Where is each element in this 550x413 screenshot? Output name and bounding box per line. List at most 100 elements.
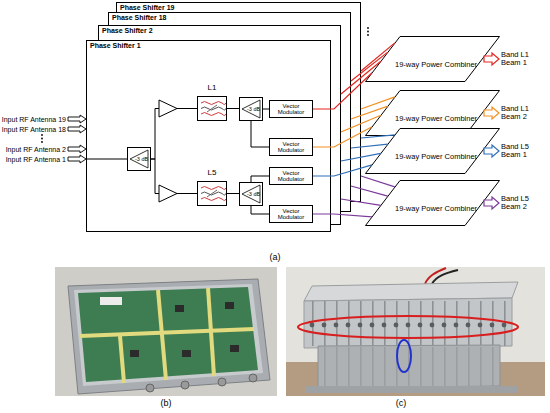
signal-line	[361, 43, 395, 71]
shield-wall	[80, 329, 254, 336]
output-label: Band L1 Beam 2	[501, 105, 543, 121]
divider-block: -3 dB	[239, 182, 263, 206]
node-text: Vector Modulator	[270, 170, 312, 183]
filter-slash	[207, 190, 217, 197]
input-wire	[87, 159, 127, 160]
power-combiner: 19-way Power Combiner	[365, 36, 500, 82]
ellipsis-dot	[367, 27, 369, 29]
signal-line	[151, 159, 197, 194]
node-text: L1	[197, 83, 227, 93]
photo-background	[55, 267, 277, 396]
signal-line	[313, 214, 372, 217]
input-label: Input RF Antenna 1	[1, 155, 66, 164]
signal-line	[361, 135, 395, 138]
node-text: -3 dB	[247, 191, 260, 198]
shield-wall	[208, 288, 214, 376]
node-text: 19-way Power Combiner	[395, 152, 477, 161]
combiner-sheet	[366, 181, 500, 226]
node-text: Phase Shifter 18	[112, 14, 166, 22]
block-triangle	[130, 150, 148, 168]
signal-line	[251, 206, 269, 214]
filter-wave	[201, 187, 226, 190]
filter-wave	[201, 102, 226, 105]
cable	[432, 270, 458, 284]
signal-line	[251, 176, 269, 182]
ellipsis-dot	[367, 34, 369, 36]
node-text: L5	[197, 168, 227, 178]
block-triangle	[242, 100, 260, 118]
signal-line	[263, 109, 269, 110]
filter-wave	[201, 113, 226, 116]
filter-symbol	[198, 182, 226, 205]
input-arrow	[68, 155, 86, 163]
ellipsis-dot	[41, 141, 43, 143]
signal-line	[351, 144, 388, 148]
filter-slash	[207, 105, 217, 112]
input-label: Input RF Antenna 18	[1, 125, 66, 134]
shield-wall	[120, 336, 124, 383]
signal-line	[351, 52, 388, 81]
input-label: Input RF Antenna 19	[1, 115, 66, 124]
signal-line	[351, 106, 388, 119]
node-text: Vector Modulator	[270, 141, 312, 154]
filter-box	[197, 181, 227, 206]
filter-box	[197, 96, 227, 121]
power-combiner: 19-way Power Combiner	[365, 128, 500, 174]
node-text: -3 dB	[135, 156, 148, 163]
node-text: Phase Shifter 1	[90, 42, 141, 50]
ellipsis-dot	[41, 134, 43, 136]
chip	[230, 345, 239, 352]
ellipsis-dot	[41, 138, 43, 140]
chip	[175, 305, 184, 312]
node-text: Phase Shifter 19	[120, 4, 174, 12]
combiner-sheet	[366, 129, 500, 174]
cable	[425, 268, 446, 284]
node-text: -3 dB	[247, 106, 260, 113]
output-arrow	[484, 145, 499, 157]
chip	[130, 350, 139, 357]
node-text: 19-way Power Combiner	[395, 204, 477, 213]
bandpass-filter: L1	[197, 81, 227, 121]
chip	[225, 302, 234, 309]
filter-wave	[201, 198, 226, 201]
node-text: Phase Shifter 2	[102, 27, 153, 35]
vector-modulator-box: Vector Modulator	[269, 205, 313, 223]
node-text: Vector Modulator	[270, 103, 312, 116]
combiner-outline	[365, 36, 500, 82]
vector-modulator-box: Vector Modulator	[269, 100, 313, 118]
node-text: Vector Modulator	[270, 208, 312, 221]
output-arrow	[484, 53, 499, 65]
signal-line	[313, 127, 372, 147]
block-border	[240, 183, 263, 206]
ellipsis-dot	[367, 31, 369, 33]
base-plate	[305, 386, 517, 393]
enclosure-rim	[68, 279, 270, 394]
unit-ribs	[306, 301, 512, 346]
vector-modulator-box: Vector Modulator	[269, 167, 313, 185]
pcb-board	[78, 287, 258, 382]
signal-line	[351, 186, 388, 196]
signal-line	[313, 73, 372, 109]
filter-symbol	[198, 97, 226, 120]
combiner-outline	[365, 128, 500, 174]
signal-line	[341, 115, 381, 132]
block-border	[128, 148, 151, 171]
output-arrow	[484, 197, 499, 209]
signal-line	[227, 108, 239, 109]
pcb-connector	[100, 297, 122, 305]
highlight-ellipse	[397, 340, 411, 372]
sma-connector	[249, 374, 257, 382]
splitter-block: -3 dB	[127, 147, 151, 171]
node-text: 19-way Power Combiner	[395, 60, 477, 69]
signal-line	[227, 193, 239, 194]
sma-connector	[181, 381, 189, 389]
signal-line	[341, 199, 381, 205]
signal-line	[313, 165, 372, 176]
divider-block: -3 dB	[239, 97, 263, 121]
sma-connector	[146, 384, 154, 392]
enclosure-wall	[74, 284, 263, 386]
panel-label: (a)	[261, 252, 289, 263]
sma-connector	[218, 378, 226, 386]
panel-label: (b)	[152, 398, 180, 409]
